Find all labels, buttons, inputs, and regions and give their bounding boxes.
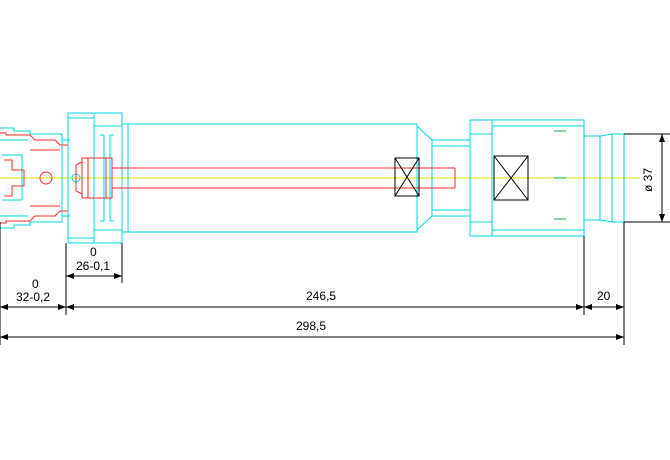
tip-length-label: 20 (597, 289, 611, 303)
clamping-nut (75, 157, 113, 199)
shank-tolerance-label: 0 (32, 277, 39, 291)
shank-length-label: 32-0,2 (16, 290, 50, 304)
extension-body (121, 123, 471, 233)
dim-shank-length: 0 32-0,2 (0, 277, 66, 310)
body-length-label: 246,5 (306, 289, 336, 303)
dim-total-length: 298,5 (0, 319, 624, 340)
dim-body-length: 246,5 (66, 289, 584, 310)
flange-tolerance-label: 0 (90, 245, 97, 259)
dim-tip-length: 20 (584, 289, 624, 310)
inner-rod (112, 167, 456, 189)
tool-tip (584, 133, 625, 223)
total-length-label: 298,5 (296, 319, 326, 333)
bearing-symbol-left (394, 157, 420, 197)
flange-length-label: 26-0,1 (76, 259, 110, 273)
extension-lines (0, 222, 625, 345)
diameter-label: ø 37 (641, 168, 655, 192)
diameter-dimension: ø 37 (624, 133, 670, 223)
green-marks (554, 130, 566, 220)
right-coupling (469, 119, 585, 237)
bearing-symbol-right (493, 155, 529, 201)
dim-flange-length: 0 26-0,1 (66, 245, 122, 279)
shank-outline (0, 127, 81, 229)
